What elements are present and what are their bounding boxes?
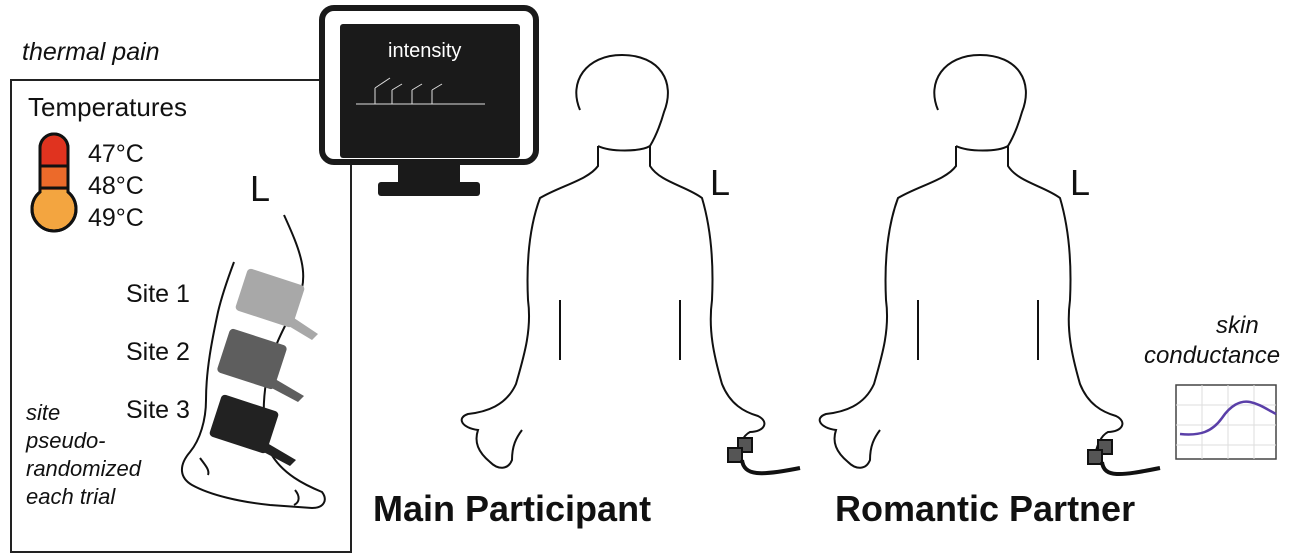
romantic-partner-figure <box>818 53 1124 469</box>
site-note-line-3: randomized <box>26 456 141 481</box>
temperature-value-1: 47°C <box>88 140 144 168</box>
main-participant-side-label: L <box>710 162 731 203</box>
temperature-value-2: 48°C <box>88 172 144 200</box>
temperature-value-3: 49°C <box>88 204 144 232</box>
monitor-title: intensity <box>388 40 462 62</box>
probe-site-1 <box>235 268 318 340</box>
leg-side-label: L <box>250 168 271 209</box>
thermal-pain-label: thermal pain <box>22 38 160 66</box>
site-3-label: Site 3 <box>126 396 190 424</box>
main-participant-figure <box>460 53 766 469</box>
site-note-line-1: site <box>26 400 61 425</box>
drawing-layer <box>30 5 1277 510</box>
main-participant-sensor <box>727 437 801 476</box>
probe-site-2 <box>217 328 304 402</box>
skin-conductance-graph <box>1175 384 1277 460</box>
romantic-partner-label: Romantic Partner <box>835 488 1136 529</box>
temperatures-title: Temperatures <box>28 92 187 122</box>
site-2-label: Site 2 <box>126 338 190 366</box>
site-1-label: Site 1 <box>126 280 190 308</box>
site-note-line-2: pseudo- <box>26 428 106 453</box>
thermometer-icon <box>30 132 78 233</box>
skin-conductance-line-2: conductance <box>1144 342 1281 369</box>
main-participant-label: Main Participant <box>373 488 652 529</box>
romantic-partner-side-label: L <box>1070 162 1091 203</box>
skin-conductance-line-1: skin <box>1216 312 1259 339</box>
monitor-icon <box>319 5 539 196</box>
site-note-line-4: each trial <box>26 484 116 509</box>
probe-site-3 <box>209 394 296 466</box>
leg-outline <box>181 214 326 510</box>
romantic-partner-sensor <box>1087 439 1161 477</box>
